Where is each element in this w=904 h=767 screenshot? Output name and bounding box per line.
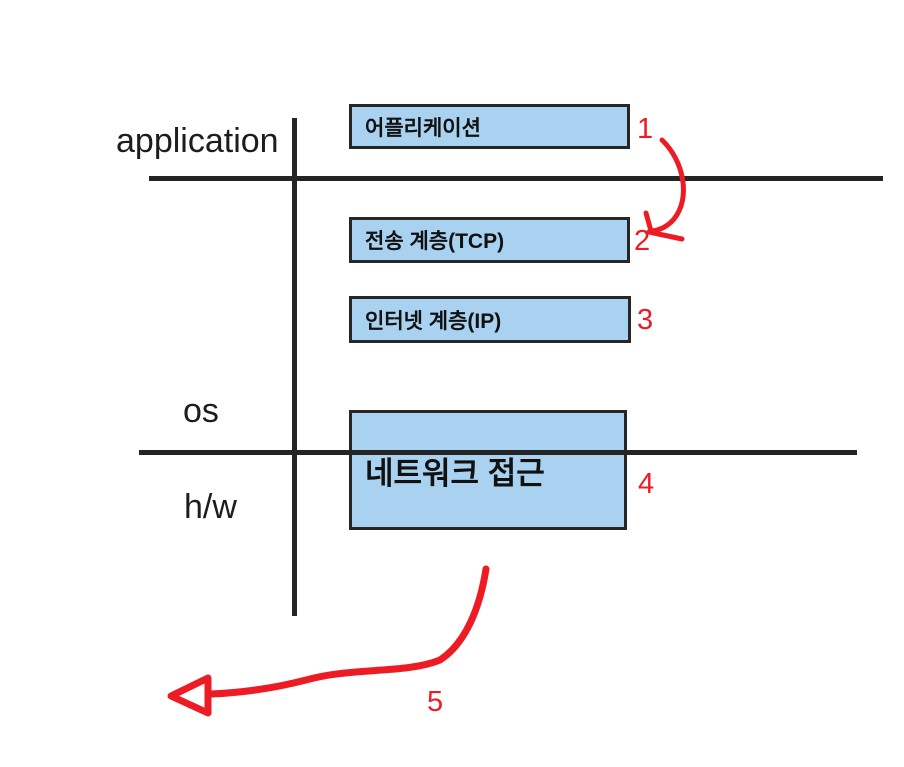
label-application: application bbox=[116, 122, 279, 160]
arrow-5-shaft-icon bbox=[207, 565, 490, 698]
layer-box-transport-tcp: 전송 계층(TCP) bbox=[349, 217, 630, 263]
arrow-5-head-icon bbox=[167, 674, 212, 717]
layer-box-application: 어플리케이션 bbox=[349, 104, 630, 149]
annotation-number-2: 2 bbox=[634, 225, 651, 257]
arrow-1-to-2-shaft-icon bbox=[649, 137, 686, 234]
layer-box-internet-ip-label: 인터넷 계층(IP) bbox=[365, 309, 502, 333]
annotation-number-5: 5 bbox=[427, 686, 444, 718]
label-os: os bbox=[183, 392, 219, 430]
annotation-number-4: 4 bbox=[638, 468, 655, 500]
axis-vertical-line bbox=[292, 118, 297, 616]
label-hw: h/w bbox=[184, 488, 237, 526]
annotation-number-3: 3 bbox=[637, 304, 654, 336]
layer-box-transport-tcp-label: 전송 계층(TCP) bbox=[365, 230, 505, 253]
layer-box-network-access: 네트워크 접근 bbox=[349, 410, 627, 530]
layer-box-network-access-label: 네트워크 접근 bbox=[365, 455, 545, 491]
layer-box-application-label: 어플리케이션 bbox=[365, 116, 481, 140]
layer-box-internet-ip: 인터넷 계층(IP) bbox=[349, 296, 631, 343]
annotation-number-1: 1 bbox=[637, 113, 654, 145]
divider-os-hw-line bbox=[139, 450, 857, 455]
divider-application-os-line bbox=[149, 176, 883, 181]
arrow-1-to-2-head-icon bbox=[643, 210, 685, 242]
